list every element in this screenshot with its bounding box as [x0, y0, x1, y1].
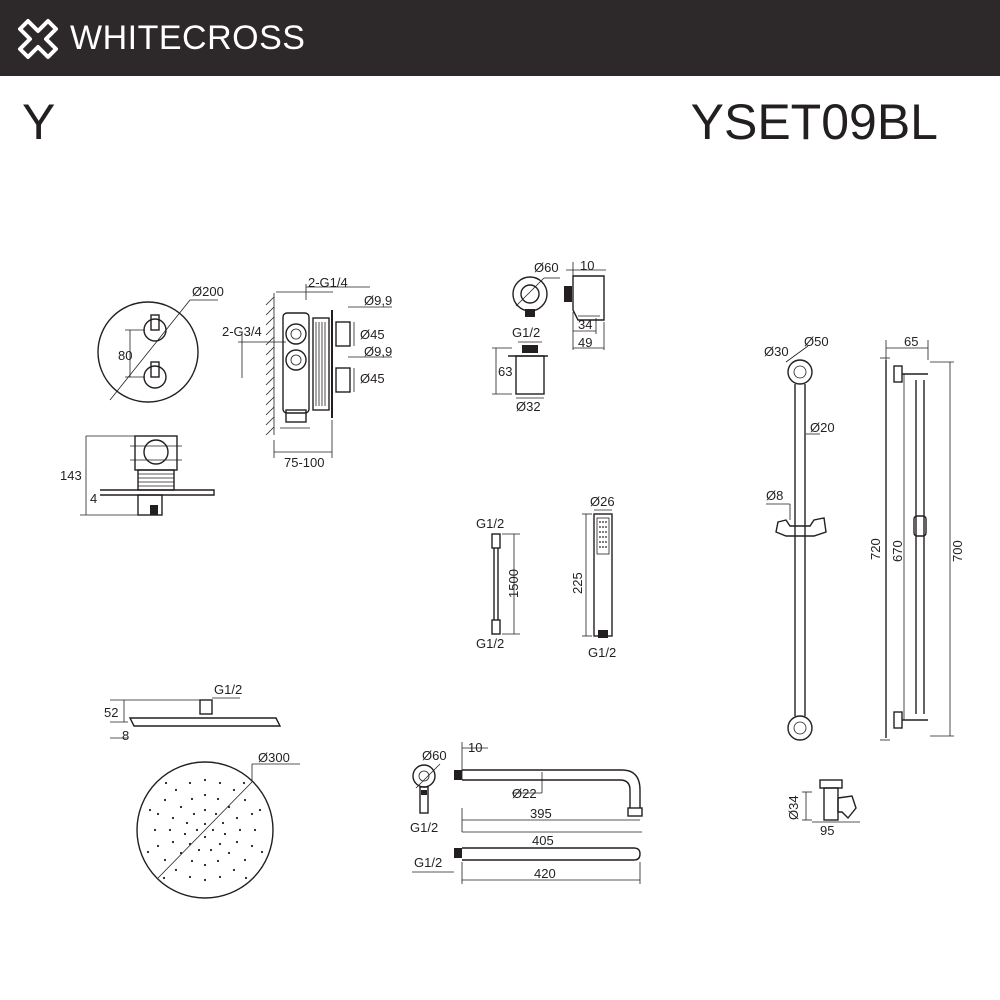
arm-length-3-label: 420 — [534, 866, 556, 881]
bar-top-dia-small-label: Ø30 — [764, 344, 789, 359]
holder-dia-bottom-label: Ø34 — [786, 795, 801, 820]
arm-length-1-label: 395 — [530, 806, 552, 821]
hand-shower-length-label: 225 — [570, 572, 585, 594]
model-number: YSET09BL — [690, 94, 938, 150]
mixer-spacing-label: 80 — [118, 348, 132, 363]
knob-dia-2-label: Ø45 — [360, 371, 385, 386]
holder-width-label: 95 — [820, 823, 834, 838]
hand-shower-dia-label: Ø26 — [590, 494, 615, 509]
arm-flange-depth-label: 10 — [468, 740, 482, 755]
arm-length-2-label: 405 — [532, 833, 554, 848]
rain-thread-label: G1/2 — [214, 682, 242, 697]
knob-small-2-label: Ø9,9 — [364, 344, 392, 359]
header-bar: WHITECROSS — [0, 0, 1000, 76]
outlet-side-small-label: 34 — [578, 317, 592, 332]
wall-outlet-view: Ø60 G1/2 63 Ø32 10 34 49 — [492, 258, 606, 414]
mixer-plate-label: 4 — [90, 491, 97, 506]
shower-arm-view: Ø60 G1/2 10 Ø22 395 405 G1/2 420 — [410, 740, 643, 884]
rain-thickness-label: 8 — [122, 728, 129, 743]
bar-holder-dia-label: Ø8 — [766, 488, 783, 503]
slide-bar-view: Ø30 Ø50 Ø20 Ø8 65 720 670 700 — [764, 334, 965, 838]
arm-thread-2-label: G1/2 — [414, 855, 442, 870]
mixer-dia-label: Ø200 — [192, 284, 224, 299]
mixer-front-view: Ø200 80 — [97, 284, 224, 403]
outlet-height-label: 63 — [498, 364, 512, 379]
knob-small-1-label: Ø9,9 — [364, 293, 392, 308]
hand-shower-view: Ø26 225 G1/2 — [570, 494, 616, 660]
mixer-body-view: 2-G1/4 2-G3/4 Ø9,9 Ø45 Ø9,9 Ø45 75-100 — [222, 275, 392, 470]
hose-thread-bottom-label: G1/2 — [476, 636, 504, 651]
arm-flange-dia-label: Ø60 — [422, 748, 447, 763]
install-depth-label: 75-100 — [284, 455, 324, 470]
mixer-depth-label: 143 — [60, 468, 82, 483]
inlet-label: 2-G1/4 — [308, 275, 348, 290]
series-letter: Y — [22, 94, 56, 150]
outlet-base-dia-label: Ø32 — [516, 399, 541, 414]
outlet-side-depth-label: 10 — [580, 258, 594, 273]
rain-dia-label: Ø300 — [258, 750, 290, 765]
rain-nozzles — [146, 778, 264, 882]
rain-shower-view: G1/2 52 8 — [104, 682, 300, 899]
bar-projection-label: 65 — [904, 334, 918, 349]
hose-thread-top-label: G1/2 — [476, 516, 504, 531]
hose-view: G1/2 G1/2 1500 — [476, 516, 521, 651]
outlet-dia-label: Ø60 — [534, 260, 559, 275]
outlet-thread-label: G1/2 — [512, 325, 540, 340]
hand-shower-thread-label: G1/2 — [588, 645, 616, 660]
mixer-side-view: 143 4 — [60, 435, 215, 516]
outlet-side-width-label: 49 — [578, 335, 592, 350]
bar-rod-length-label: 700 — [950, 540, 965, 562]
arm-thread-label: G1/2 — [410, 820, 438, 835]
bar-top-dia-big-label: Ø50 — [804, 334, 829, 349]
brand-name: WHITECROSS — [70, 19, 306, 57]
hose-length-label: 1500 — [506, 569, 521, 598]
arm-pipe-dia-label: Ø22 — [512, 786, 537, 801]
outlet-label: 2-G3/4 — [222, 324, 262, 339]
knob-dia-1-label: Ø45 — [360, 327, 385, 342]
cross-x-logo-icon — [18, 19, 58, 59]
bar-total-label: 720 — [868, 538, 883, 560]
bar-center-label: 670 — [890, 540, 905, 562]
bar-rod-dia-label: Ø20 — [810, 420, 835, 435]
rain-height-label: 52 — [104, 705, 118, 720]
